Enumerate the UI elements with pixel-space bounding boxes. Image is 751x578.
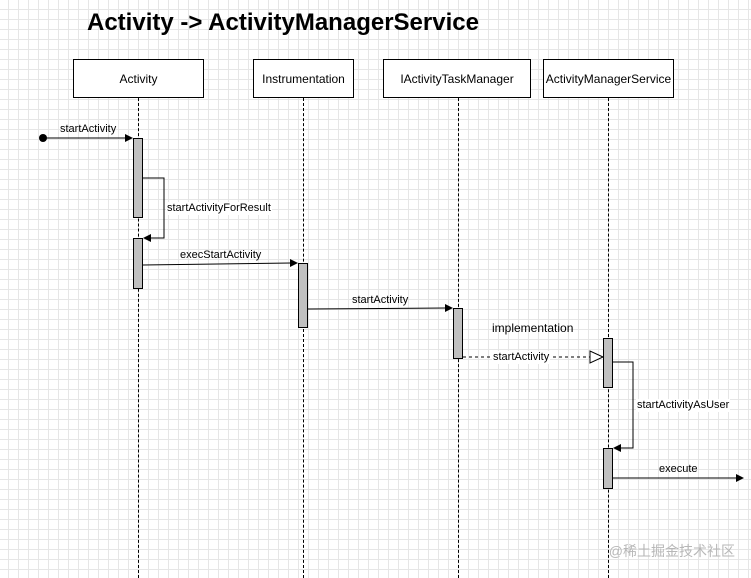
activation-iactivitytaskmanager [453,308,463,359]
watermark: @稀土掘金技术社区 [608,543,735,559]
self-call-label: startActivityForResult [166,202,272,215]
participant-instrumentation-label: Instrumentation [262,71,345,86]
implementation-label: implementation [492,321,574,335]
activation-activity-2 [133,238,143,289]
activation-instrumentation [298,263,308,328]
exec-start-activity-arrowhead [290,259,298,267]
self-call-ams-arrow [613,361,634,449]
realization-label: startActivity [492,351,551,364]
self-call-arrow [143,177,165,239]
lifeline-instrumentation [303,98,304,578]
start-activity-arrowhead [125,134,133,142]
self-call-arrowhead [143,234,151,242]
lifeline-activity [138,98,139,578]
execute-arrowhead [736,474,744,482]
participant-iactivitytaskmanager-label: IActivityTaskManager [400,71,514,86]
realization-arrowhead [589,350,605,364]
activation-activity-1 [133,138,143,218]
to-atm-arrowhead [445,304,453,312]
participant-activitymanagerservice: ActivityManagerService [543,59,674,98]
activation-ams-2 [603,448,613,489]
participant-activity-label: Activity [119,71,158,86]
participant-activitymanagerservice-label: ActivityManagerService [545,71,672,86]
activation-ams-1 [603,338,613,388]
exec-start-activity-arrow [142,262,292,266]
initial-node [39,134,47,142]
start-activity-label: startActivity [60,123,117,135]
diagram-title: Activity -> ActivityManagerService [87,9,479,36]
participant-iactivitytaskmanager: IActivityTaskManager [383,59,531,98]
to-atm-label: startActivity [352,294,409,306]
self-call-ams-label: startActivityAsUser [636,399,731,412]
to-atm-arrow [307,307,447,310]
participant-instrumentation: Instrumentation [253,59,354,98]
execute-label: execute [659,463,698,475]
self-call-ams-arrowhead [613,444,621,452]
exec-start-activity-label: execStartActivity [180,249,262,261]
participant-activity: Activity [73,59,204,98]
